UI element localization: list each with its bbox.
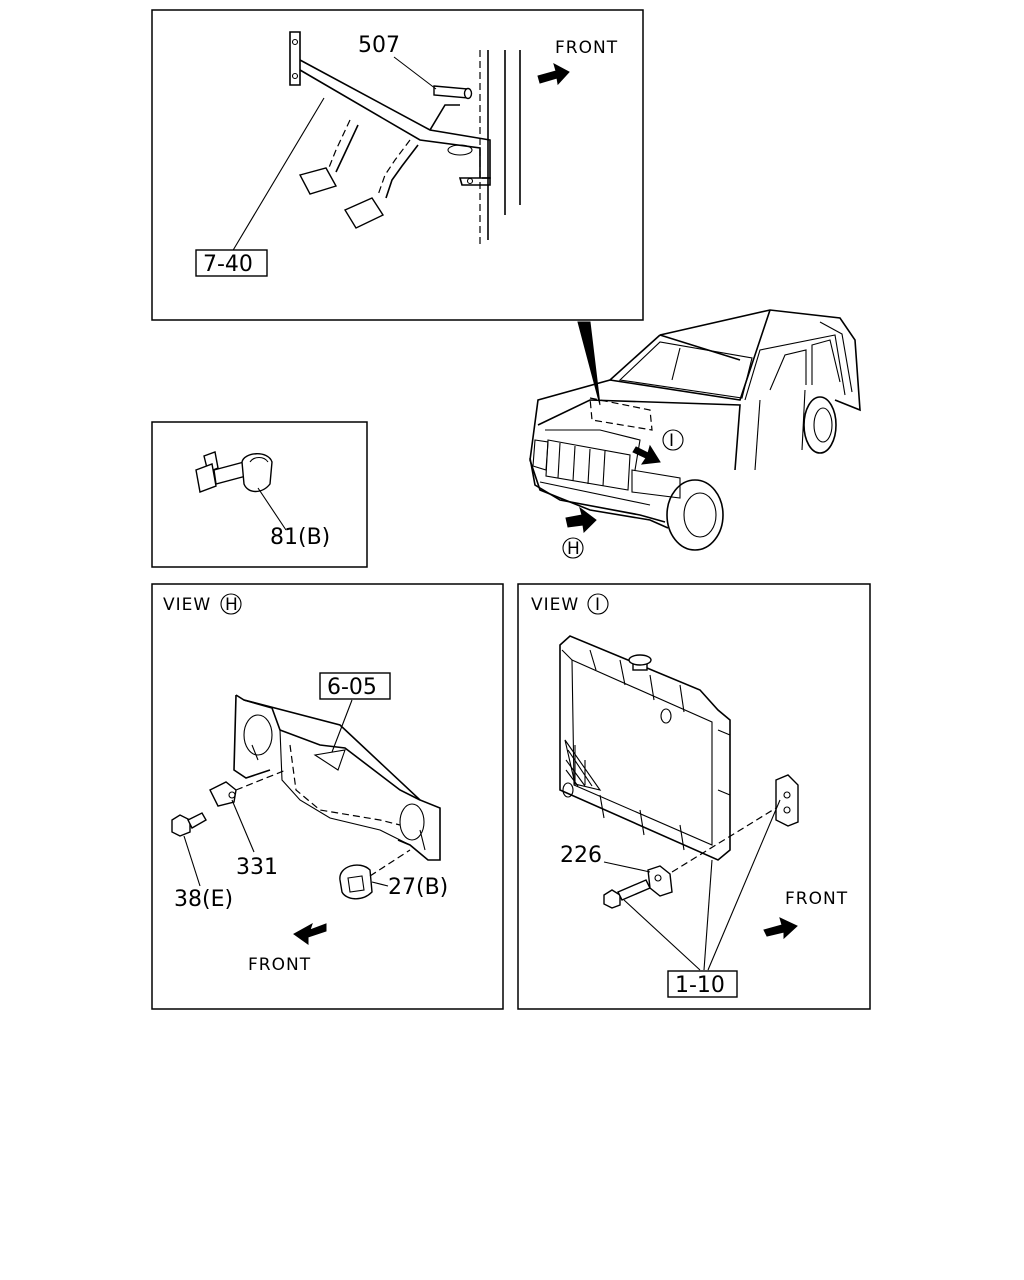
view-h-panel: VIEW H <box>151 583 504 1010</box>
part-38e-label: 38(E) <box>174 887 233 912</box>
leader-507 <box>393 56 437 90</box>
leader-1-10-c <box>707 799 781 971</box>
leader-6-05 <box>331 699 353 753</box>
view-i-arrow-icon <box>632 444 661 465</box>
leader-226 <box>603 861 651 873</box>
clip-27b <box>339 864 373 900</box>
part-507-label: 507 <box>358 33 400 58</box>
ref-7-40-box <box>195 249 268 277</box>
view-i-marker-circle <box>587 593 609 615</box>
leader-81b <box>257 487 287 531</box>
marker-h-circle <box>562 537 584 559</box>
pedal-bracket <box>289 31 491 186</box>
ref-1-10-label: 1-10 <box>675 973 725 998</box>
marker-h-label: H <box>567 539 581 559</box>
clip-331 <box>209 781 237 807</box>
part-81b-label: 81(B) <box>270 525 330 550</box>
view-h-marker: H <box>225 595 239 615</box>
front-arrow-icon <box>537 63 570 86</box>
pin-507 <box>433 85 473 100</box>
ref-1-10-box <box>667 970 738 998</box>
front-arrow-h-icon <box>293 922 327 945</box>
pedal-bracket-panel: FRONT 507 7-40 <box>151 9 644 321</box>
leader-331 <box>231 799 255 853</box>
ref-6-05-label: 6-05 <box>327 675 377 700</box>
ref-7-40-label: 7-40 <box>203 252 253 277</box>
front-label-h: FRONT <box>248 955 311 975</box>
view-h-frame <box>151 583 504 1010</box>
guide-bracket <box>671 807 777 873</box>
bolt-226 <box>603 879 651 909</box>
part-226-label: 226 <box>560 843 602 868</box>
leader-38e <box>183 835 201 887</box>
front-label-i: FRONT <box>785 889 848 909</box>
panel-frame <box>151 9 644 321</box>
radiator <box>559 635 731 861</box>
clip-81b <box>195 451 273 493</box>
guide-27b <box>369 849 411 877</box>
view-h-title: VIEW <box>163 595 211 615</box>
clip-panel: 81(B) <box>151 421 368 568</box>
leader-27b <box>371 881 389 887</box>
radiator-core-hatch <box>564 739 602 791</box>
marker-i-circle <box>662 429 684 451</box>
view-i-marker: I <box>595 595 601 615</box>
clutch-pedal <box>298 119 359 195</box>
view-i-title: VIEW <box>531 595 579 615</box>
bolt-38e <box>171 812 207 837</box>
part-331-label: 331 <box>236 855 278 880</box>
leader-1-10-a <box>623 899 701 971</box>
view-h-arrow-icon <box>565 506 597 534</box>
brake-pedal <box>343 139 419 229</box>
view-i-panel: VIEW I <box>517 583 871 1010</box>
clip-226 <box>647 865 673 897</box>
part-27b-label: 27(B) <box>388 875 448 900</box>
radiator-support <box>233 694 441 861</box>
leader-1-10-b <box>703 859 713 971</box>
clip-panel-frame <box>151 421 368 568</box>
vehicle-illustration: I H <box>529 309 861 559</box>
front-arrow-i-icon <box>763 917 798 940</box>
firewall-lines <box>479 50 521 245</box>
view-h-marker-circle <box>220 593 242 615</box>
view-i-frame <box>517 583 871 1010</box>
guide-331 <box>235 769 287 791</box>
ref-6-05-box <box>319 672 391 700</box>
leader-7-40 <box>231 97 325 253</box>
marker-i-label: I <box>669 431 675 451</box>
callout-pointer <box>577 321 601 406</box>
mount-bracket <box>775 774 799 827</box>
front-label: FRONT <box>555 38 618 58</box>
